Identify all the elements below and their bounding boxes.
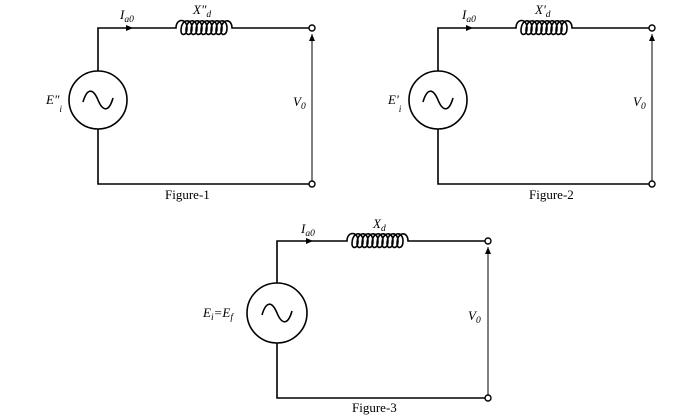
- figure-1-circuit: Ia0 X"d E"i V0 Figure-1: [45, 2, 316, 202]
- figure-3-wire: [276, 240, 485, 399]
- figure-2-source-label: E'i: [387, 92, 402, 115]
- figure-2-sine-icon: [422, 90, 454, 110]
- figure-2-inductor: [508, 19, 596, 36]
- figure-1-caption: Figure-1: [165, 187, 210, 202]
- figure-3-source-label: Ei=Ef: [202, 305, 234, 323]
- figure-1-voltage-label: V0: [293, 94, 306, 112]
- figure-2-voltage-label: V0: [633, 94, 646, 112]
- figure-1-reactance-label: X"d: [192, 2, 211, 20]
- figure-3-reactance-label: Xd: [372, 216, 386, 234]
- figure-1-bottom-terminal: [308, 180, 316, 188]
- figure-1-sine-icon: [82, 90, 114, 110]
- figure-3-current-label: Ia0: [300, 221, 315, 239]
- figure-3-top-terminal: [484, 237, 492, 245]
- figure-2-reactance-label: X'd: [534, 2, 551, 20]
- figure-1-ac-source: [68, 70, 128, 130]
- figure-3-caption: Figure-3: [352, 400, 397, 415]
- figure-1-inductor: [168, 19, 255, 36]
- figure-1-source-label: E"i: [45, 92, 62, 115]
- figure-3-ac-source: [246, 282, 308, 344]
- figure-1-wire: [97, 27, 310, 185]
- figure-3-inductor: [340, 232, 423, 249]
- figure-3-circuit: Ia0 Xd Ei=Ef V0 Figure-3: [202, 216, 492, 415]
- figure-2-ac-source: [408, 70, 468, 130]
- figure-2-current-label: Ia0: [461, 7, 476, 25]
- figure-3-sine-icon: [261, 303, 293, 323]
- figure-2-bottom-terminal: [648, 180, 656, 188]
- figure-2-wire: [437, 27, 650, 185]
- figure-3-voltage-label: V0: [468, 308, 481, 326]
- figure-2-circuit: Ia0 X'd E'i V0 Figure-2: [387, 2, 656, 202]
- figure-3-bottom-terminal: [484, 394, 492, 402]
- figure-2-caption: Figure-2: [529, 187, 574, 202]
- figure-1-top-terminal: [308, 24, 316, 32]
- figure-2-top-terminal: [648, 24, 656, 32]
- figure-1-current-label: Ia0: [119, 7, 134, 25]
